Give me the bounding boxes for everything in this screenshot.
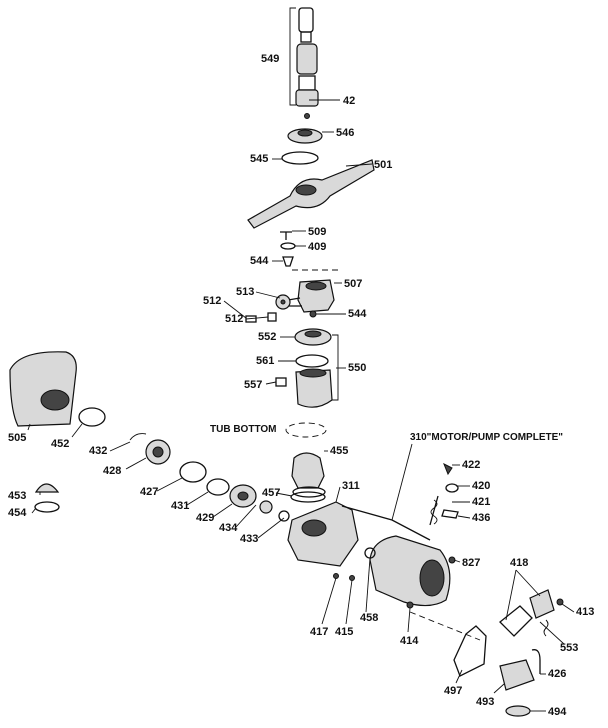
label-505: 505 [8, 432, 27, 444]
label-546: 546 [336, 127, 355, 139]
boot-clamp-part [290, 491, 326, 503]
label-544-lower: 544 [348, 308, 367, 320]
label-549: 549 [261, 53, 280, 65]
spray-tube-part [289, 7, 319, 119]
pump-base-part [275, 334, 339, 408]
label-501: 501 [374, 159, 393, 171]
label-507: 507 [344, 278, 363, 290]
label-436: 436 [472, 512, 491, 524]
hose-clamp-part [78, 407, 106, 427]
label-434: 434 [219, 522, 238, 534]
gasket-ring-part [281, 151, 319, 165]
motor-part [341, 505, 451, 607]
label-42: 42 [343, 95, 356, 107]
label-413: 413 [576, 606, 595, 618]
label-tub-bottom: TUB BOTTOM [210, 424, 277, 435]
label-458: 458 [360, 612, 379, 624]
mounting-bracket-part [499, 589, 564, 637]
label-550: 550 [348, 362, 367, 374]
label-509: 509 [308, 226, 327, 238]
label-426: 426 [548, 668, 567, 680]
spray-arm-part [247, 159, 375, 229]
filter-housing-part [9, 351, 77, 427]
label-427: 427 [140, 486, 159, 498]
pump-housing-part [287, 279, 335, 313]
label-513: 513 [236, 286, 255, 298]
label-545: 545 [250, 153, 269, 165]
label-421: 421 [472, 496, 491, 508]
small-bushing-part [309, 310, 317, 318]
label-493: 493 [476, 696, 495, 708]
label-429: 429 [196, 512, 215, 524]
label-431: 431 [171, 500, 190, 512]
seal-ring-part [295, 354, 329, 368]
tub-bottom-ring [285, 422, 327, 438]
bearing-ring-part [179, 461, 207, 483]
label-409: 409 [308, 241, 327, 253]
lower-bracket-part [453, 625, 541, 717]
label-512-lower: 512 [225, 313, 244, 325]
label-433: 433 [240, 533, 259, 545]
label-454: 454 [8, 507, 27, 519]
washer-ring-part [206, 478, 230, 496]
label-422: 422 [462, 459, 481, 471]
hub-nut-part [287, 128, 323, 144]
label-417: 417 [310, 626, 329, 638]
label-418: 418 [510, 557, 529, 569]
label-457: 457 [262, 487, 281, 499]
label-827: 827 [462, 557, 481, 569]
coil-part [129, 433, 171, 465]
label-553: 553 [560, 642, 579, 654]
pump-body-part [278, 501, 359, 567]
chopper-blade-part [294, 328, 332, 346]
label-494: 494 [548, 706, 567, 718]
small-cap-part [259, 500, 273, 514]
label-311: 311 [342, 480, 360, 492]
cap-and-clamp-part [34, 483, 60, 513]
label-428: 428 [103, 465, 122, 477]
label-455: 455 [330, 445, 349, 457]
label-544-upper: 544 [250, 255, 269, 267]
label-420: 420 [472, 480, 491, 492]
label-552: 552 [258, 331, 277, 343]
label-497: 497 [444, 685, 463, 697]
label-512-upper: 512 [203, 295, 222, 307]
label-432: 432 [89, 445, 108, 457]
label-motor-pump-complete: 310"MOTOR/PUMP COMPLETE" [410, 432, 564, 443]
switch-hardware-part [429, 462, 459, 526]
label-561: 561 [256, 355, 275, 367]
label-415: 415 [335, 626, 354, 638]
label-452: 452 [51, 438, 70, 450]
leader-lines [27, 99, 575, 712]
label-453: 453 [8, 490, 27, 502]
impeller-hub-part [229, 484, 257, 508]
label-414: 414 [400, 635, 419, 647]
label-557: 557 [244, 379, 263, 391]
pump-boot-part [291, 452, 326, 498]
